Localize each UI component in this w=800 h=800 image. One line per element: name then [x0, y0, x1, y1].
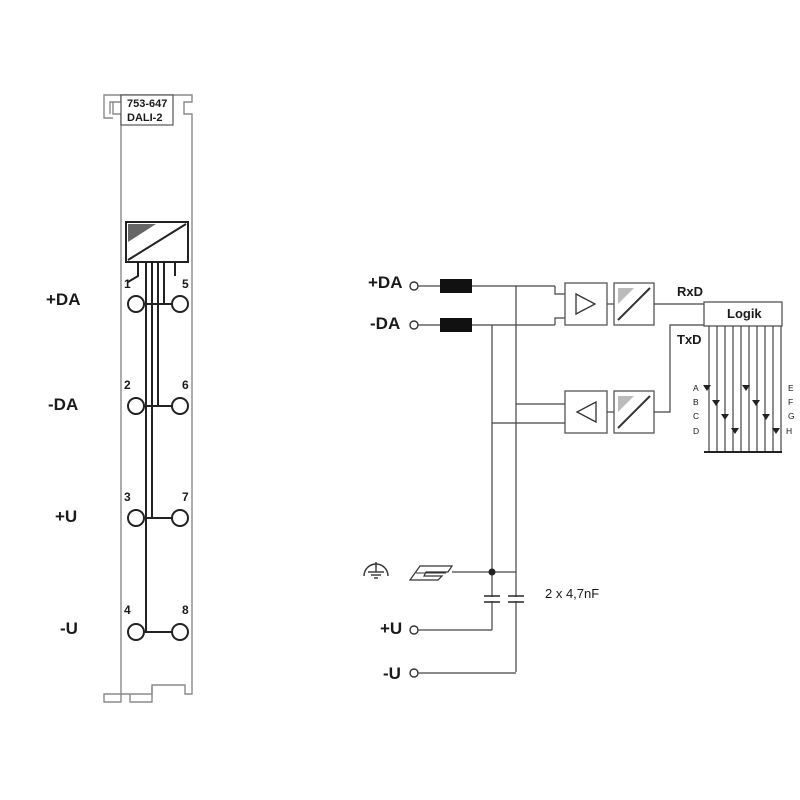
terminal-8[interactable]: [171, 623, 189, 641]
capacitor-pair: [484, 595, 524, 603]
terminal-row-3: 3 7 +U: [55, 490, 189, 527]
input-terminal-minus-da[interactable]: [409, 320, 419, 330]
terminal-signal-1: +DA: [46, 290, 80, 309]
capacitor-label: 2 x 4,7nF: [545, 586, 599, 601]
terminal-5[interactable]: [171, 295, 189, 313]
schematic: +DA -DA RxD: [363, 273, 795, 683]
led-label-f: F: [788, 397, 793, 407]
isolator-icon: [613, 282, 655, 326]
isolator-icon: [125, 221, 189, 263]
article-number: 753-647: [127, 98, 167, 110]
input-terminal-minus-u[interactable]: [409, 668, 419, 678]
amplifier-icon: [564, 282, 608, 326]
isolator-icon: [613, 390, 655, 434]
inductor-icon: [440, 318, 472, 332]
terminal-num-2: 2: [124, 378, 131, 392]
led-label-c: C: [693, 411, 699, 421]
led-label-a: A: [693, 383, 699, 393]
rxd-label: RxD: [677, 284, 703, 299]
led-icon: [772, 428, 780, 434]
terminal-1[interactable]: [127, 295, 145, 313]
terminal-2[interactable]: [127, 397, 145, 415]
input-terminal-plus-da[interactable]: [409, 281, 419, 291]
inductor-icon: [440, 279, 472, 293]
led-label-h: H: [786, 426, 792, 436]
led-label-e: E: [788, 383, 794, 393]
logic-block: [703, 301, 783, 327]
terminal-num-6: 6: [182, 378, 189, 392]
top-latch: [103, 94, 121, 119]
led-label-b: B: [693, 397, 699, 407]
logic-label: Logik: [727, 306, 762, 321]
ground-icon: [363, 562, 389, 579]
din-rail-icon: [408, 565, 454, 581]
module-outline: [112, 94, 193, 695]
terminal-row-4: 4 8 -U: [60, 603, 189, 641]
junction-dot: [488, 568, 496, 576]
led-icon: [712, 400, 720, 406]
led-icon: [721, 414, 729, 420]
terminal-num-1: 1: [124, 277, 131, 291]
bottom-latch: [103, 686, 153, 703]
terminal-num-8: 8: [182, 603, 189, 617]
terminal-7[interactable]: [171, 509, 189, 527]
terminal-4[interactable]: [127, 623, 145, 641]
led-icon: [762, 414, 770, 420]
terminal-3[interactable]: [127, 509, 145, 527]
led-label-d: D: [693, 426, 699, 436]
module-internal-lines: [127, 262, 176, 632]
terminal-num-3: 3: [124, 490, 131, 504]
led-icon: [752, 400, 760, 406]
input-terminal-plus-u[interactable]: [409, 625, 419, 635]
module-front-view: 753-647 DALI-2 1 5 +DA: [46, 94, 193, 703]
terminal-signal-2: -DA: [48, 395, 78, 414]
terminal-row-2: 2 6 -DA: [48, 378, 189, 415]
terminal-num-4: 4: [124, 603, 131, 617]
input-label-plus-da: +DA: [368, 273, 402, 292]
led-matrix: A B C D E F G H: [693, 326, 795, 453]
terminal-num-7: 7: [182, 490, 189, 504]
txd-label: TxD: [677, 332, 702, 347]
input-label-minus-u: -U: [383, 664, 401, 683]
terminal-6[interactable]: [171, 397, 189, 415]
amplifier-icon: [564, 390, 608, 434]
terminal-row-1: 1 5 +DA: [46, 277, 189, 313]
input-label-plus-u: +U: [380, 619, 402, 638]
led-icon: [742, 385, 750, 391]
led-label-g: G: [788, 411, 795, 421]
led-icon: [731, 428, 739, 434]
module-label-box: [120, 94, 174, 126]
module-type-name: DALI-2: [127, 112, 162, 124]
terminal-num-5: 5: [182, 277, 189, 291]
input-label-minus-da: -DA: [370, 314, 400, 333]
terminal-signal-4: -U: [60, 619, 78, 638]
terminal-signal-3: +U: [55, 507, 77, 526]
led-icon: [703, 385, 711, 391]
